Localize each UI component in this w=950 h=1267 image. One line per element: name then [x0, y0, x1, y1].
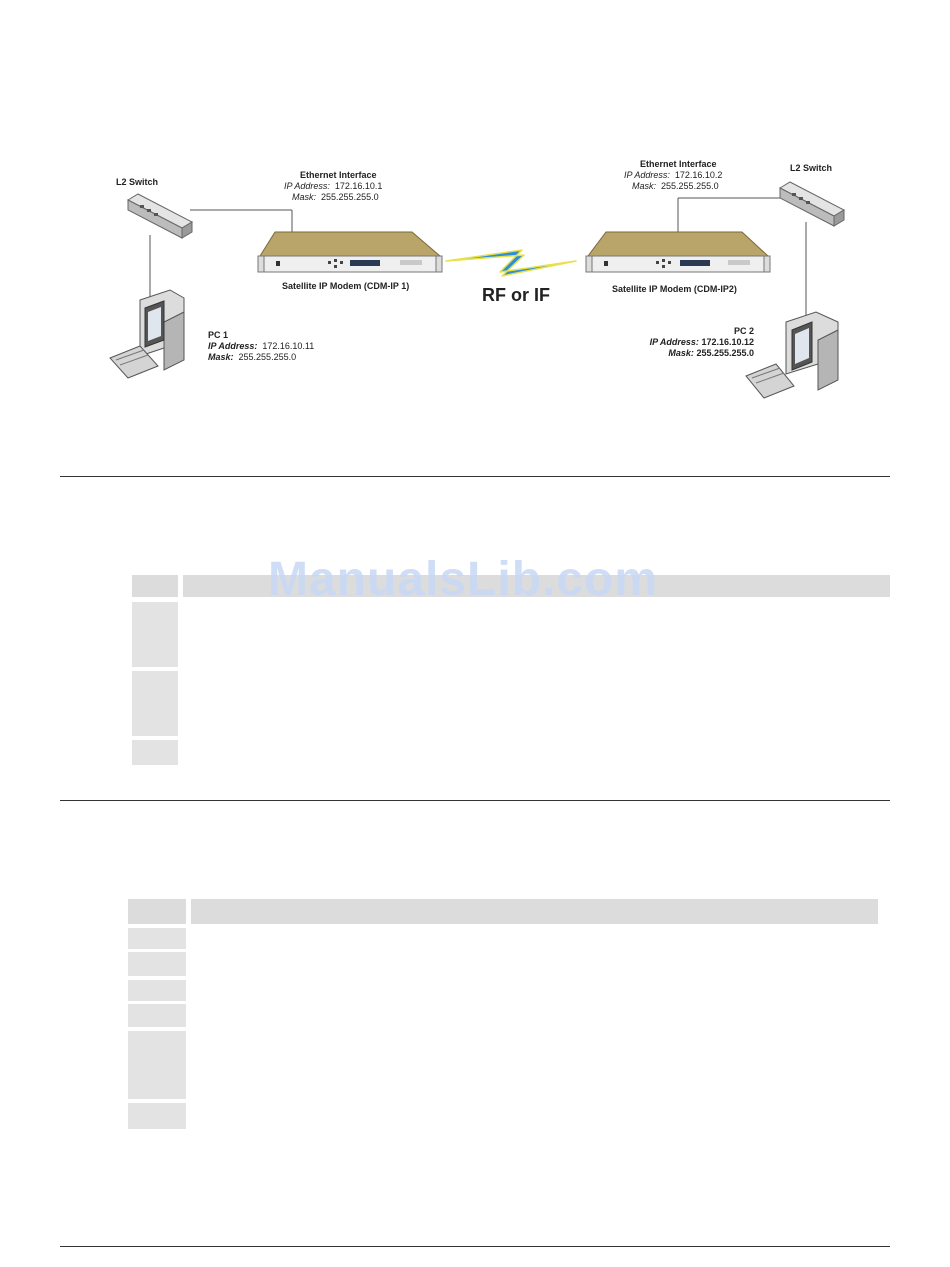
table-1-row-3-cell: [132, 740, 178, 765]
l2-switch-right-label: L2 Switch: [790, 163, 833, 173]
section-rule-3: [60, 1246, 890, 1247]
watermark-logo: ManualsLib.com: [268, 553, 659, 606]
section-rule-1: [60, 476, 890, 477]
pc1-computer-icon: [109, 289, 185, 379]
table-1-row-2-cell: [132, 671, 178, 736]
pc2-computer-icon: [745, 311, 839, 399]
satellite-modem-left-icon: [257, 231, 443, 273]
table-2-header-col-2: [191, 899, 878, 924]
table-2-row-6-cell: [128, 1103, 186, 1129]
table-2-row-3-cell: [128, 980, 186, 1001]
table-1-header-col-1: [132, 575, 178, 597]
section-rule-2: [60, 800, 890, 801]
rf-link-bolt-icon: [445, 249, 577, 277]
table-1-row-1-cell: [132, 602, 178, 667]
table-1-header-col-2: [183, 575, 890, 597]
eth-interface-right-label: Ethernet Interface IP Address: 172.16.10…: [624, 159, 723, 191]
table-2-row-4-cell: [128, 1004, 186, 1027]
diagram-graphics: [109, 181, 846, 399]
pc1-label: PC 1 IP Address: 172.16.10.11 Mask: 255.…: [208, 330, 315, 362]
satellite-modem-right-icon: [585, 231, 771, 273]
modem-left-label: Satellite IP Modem (CDM-IP 1): [282, 281, 410, 291]
table-2-row-5-cell: [128, 1031, 186, 1099]
table-2-row-2-cell: [128, 952, 186, 976]
modem-right-label: Satellite IP Modem (CDM-IP2): [612, 284, 737, 294]
table-2-header-col-1: [128, 899, 186, 924]
table-2-row-1-cell: [128, 928, 186, 949]
eth-interface-left-label: Ethernet Interface IP Address: 172.16.10…: [284, 170, 383, 202]
rf-link-label: RF or IF: [482, 285, 550, 305]
network-diagram: L2 Switch L2 Switch Ethernet Interface I…: [100, 150, 860, 420]
l2-switch-right-icon: [778, 181, 846, 227]
l2-switch-left-label: L2 Switch: [116, 177, 159, 187]
pc2-label: PC 2 IP Address: 172.16.10.12 Mask: 255.…: [649, 326, 754, 358]
l2-switch-left-icon: [126, 193, 194, 239]
